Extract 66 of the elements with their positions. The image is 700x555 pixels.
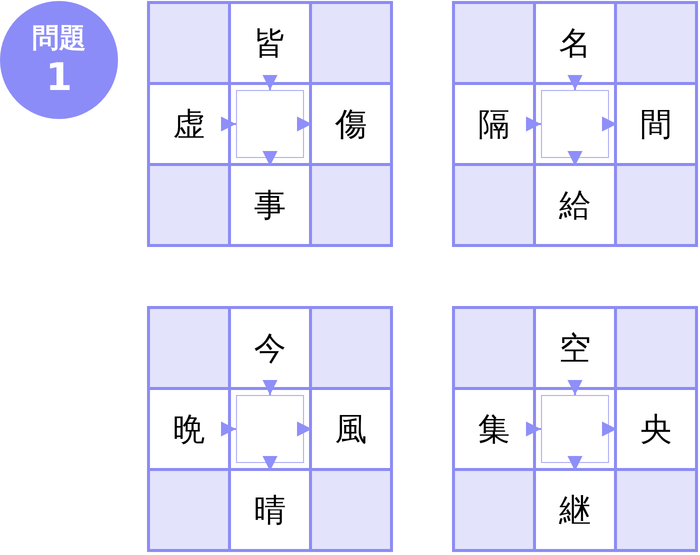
kanji-character: 風 [335,413,367,445]
arrow [262,151,278,166]
grid-cell [231,4,309,82]
shaded-cell [455,309,533,387]
arrow [221,116,236,132]
kanji-character: 継 [559,494,591,526]
grid-cell [231,471,309,549]
grid-cell [312,85,390,163]
kanji-character: 隔 [478,108,510,140]
shaded-cell [617,309,695,387]
shaded-cell [150,309,228,387]
kanji-character: 事 [254,189,286,221]
grid-cell [536,309,614,387]
arrow [568,151,582,166]
arrow [221,422,236,436]
shaded-cell [455,166,533,244]
arrow [526,422,541,436]
grid-cell [150,85,228,163]
arrow [262,380,278,395]
grid-cell [617,85,695,163]
grid-cell [455,390,533,468]
grid-cell [536,166,614,244]
badge-number: 1 [46,58,72,96]
shaded-cell [312,166,390,244]
grid-cell [231,166,309,244]
grid-cell [617,390,695,468]
shaded-cell [150,4,228,82]
shaded-cell [455,471,533,549]
arrow [297,422,312,436]
arrow [568,380,582,395]
shaded-cell [617,471,695,549]
kanji-character: 晩 [173,413,205,445]
arrow [568,75,582,90]
grid-cell [536,471,614,549]
kanji-character: 虚 [173,108,205,140]
kanji-character: 皆 [254,27,286,59]
shaded-cell [312,4,390,82]
kanji-character: 間 [640,108,672,140]
arrow [568,456,582,471]
shaded-cell [455,4,533,82]
arrow [602,116,617,132]
arrow [526,116,541,132]
shaded-cell [312,309,390,387]
kanji-character: 央 [640,413,672,445]
arrow [297,116,312,132]
grid-cell [536,4,614,82]
kanji-character: 傷 [335,108,367,140]
arrow [262,456,278,471]
grid-cell [231,309,309,387]
kanji-character: 今 [254,332,286,364]
kanji-character: 晴 [254,494,286,526]
grid-cell [312,390,390,468]
arrow [262,75,278,90]
grid-cell [455,85,533,163]
grid-cell [150,390,228,468]
kanji-character: 集 [478,413,510,445]
badge-title: 問題 [32,24,86,52]
shaded-cell [617,166,695,244]
kanji-character: 名 [559,27,591,59]
kanji-character: 給 [559,189,591,221]
shaded-cell [312,471,390,549]
arrow [602,422,617,436]
shaded-cell [150,471,228,549]
shaded-cell [617,4,695,82]
shaded-cell [150,166,228,244]
kanji-character: 空 [559,332,591,364]
